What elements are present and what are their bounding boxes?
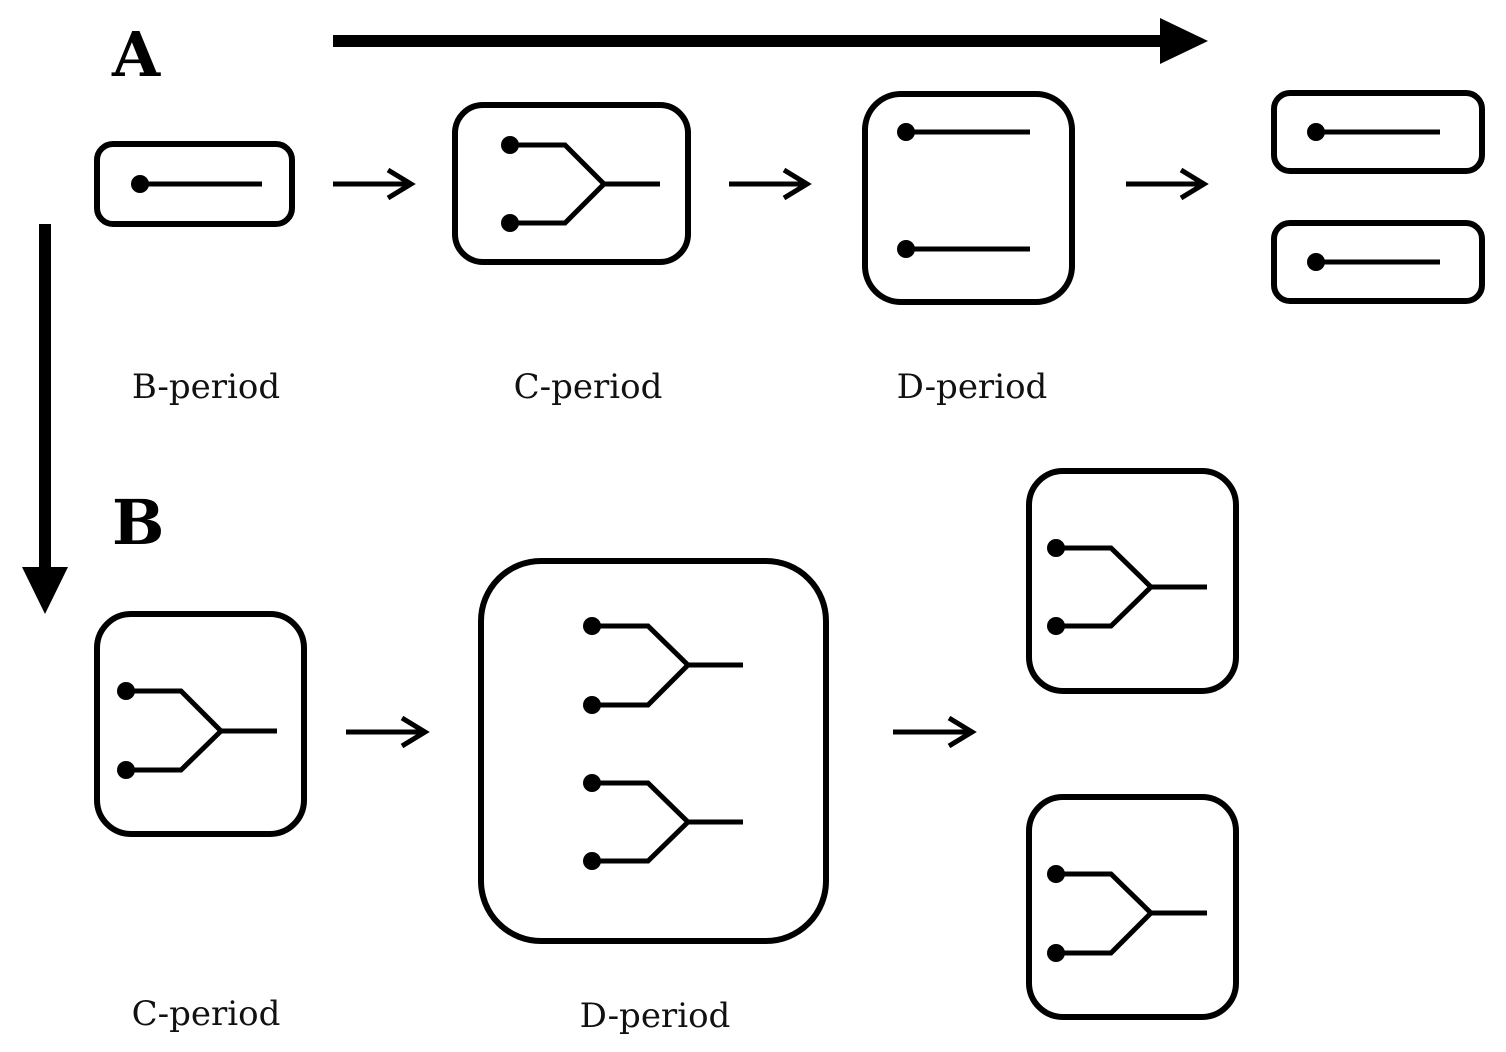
period-label-d: D-period (897, 367, 1048, 407)
replicating-chromosome (1056, 871, 1207, 916)
daughter-cell (1271, 220, 1485, 304)
c-period-cell (94, 611, 307, 837)
b-period-cell (94, 141, 295, 227)
panel-a-label: A (111, 18, 161, 91)
daughter-cell (1271, 90, 1485, 174)
period-label-b: B-period (132, 367, 280, 407)
daughter-cell (1026, 794, 1239, 1020)
horizontal-time-arrow (333, 18, 1208, 64)
replicating-chromosome (126, 688, 277, 734)
period-label-c: C-period (132, 994, 281, 1034)
step-arrow (893, 715, 977, 749)
replicating-chromosome (592, 623, 743, 668)
step-arrow (333, 167, 416, 201)
period-label-c: C-period (514, 367, 663, 407)
vertical-time-arrow (22, 224, 68, 614)
replicating-chromosome (592, 780, 743, 825)
c-period-cell (452, 102, 691, 265)
daughter-cell (1026, 468, 1239, 694)
step-arrow (346, 715, 430, 749)
replicating-chromosome (510, 142, 660, 187)
period-label-d: D-period (580, 996, 731, 1036)
d-period-cell (862, 91, 1075, 305)
step-arrow (1126, 167, 1209, 201)
d-period-cell (478, 558, 829, 944)
step-arrow (729, 167, 812, 201)
panel-b-label: B (112, 486, 164, 559)
replicating-chromosome (1056, 545, 1207, 590)
